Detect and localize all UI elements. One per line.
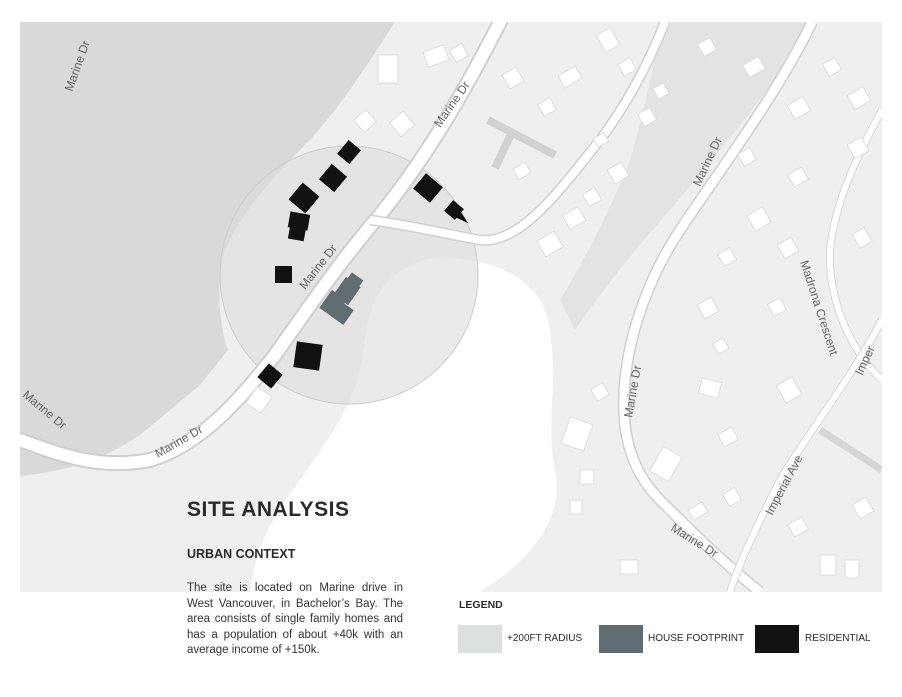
legend-label-residential: RESIDENTIAL (805, 633, 871, 644)
surrounding-buildings (245, 26, 875, 579)
water-bay (20, 22, 395, 476)
house-footprint (319, 272, 364, 325)
legend-swatch-residential (755, 625, 799, 653)
section-subtitle: URBAN CONTEXT (187, 547, 296, 561)
legend-label-house-footprint: HOUSE FOOTPRINT (648, 633, 745, 644)
water-strip (560, 22, 812, 330)
legend-swatch-house-footprint (599, 625, 643, 653)
legend-label-radius: +200FT RADIUS (507, 633, 583, 644)
legend-title: LEGEND (459, 599, 503, 611)
residential-buildings (257, 139, 468, 389)
site-description: The site is located on Marine drive in W… (187, 582, 403, 657)
page-title: SITE ANALYSIS (187, 498, 350, 521)
legend-swatch-radius (458, 625, 502, 653)
cove (250, 257, 557, 592)
